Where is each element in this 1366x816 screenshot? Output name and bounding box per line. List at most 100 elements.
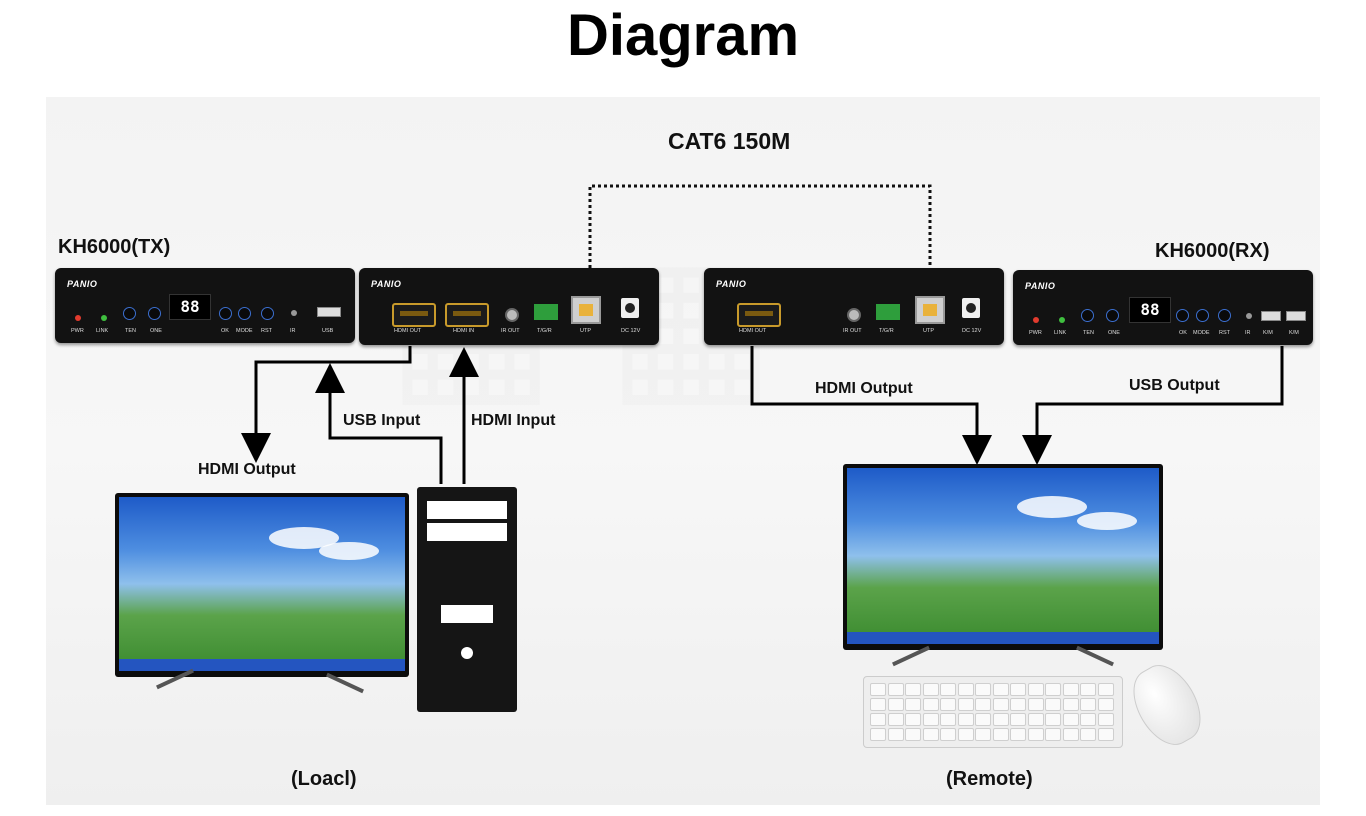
keyboard-key <box>1010 713 1026 726</box>
rx-ir-out-label: IR OUT <box>843 328 862 334</box>
ok-button[interactable] <box>219 307 232 320</box>
link-led <box>101 315 107 321</box>
rx-rear-panel: PANIO HDMI OUT IR OUT T/G/R UTP DC 12V <box>704 268 1004 345</box>
rx-name: KH6000(RX) <box>1155 240 1270 262</box>
rx-tgr-label: T/G/R <box>879 328 894 334</box>
rst-button[interactable] <box>261 307 274 320</box>
hdmi-out-port <box>392 303 436 327</box>
keyboard-key <box>1062 683 1079 696</box>
keyboard-key <box>940 683 956 696</box>
keyboard-key <box>887 713 904 726</box>
keyboard-key <box>1097 713 1114 726</box>
remote-hdmi-output-label: HDMI Output <box>815 380 913 397</box>
rx-mode-button[interactable] <box>1196 309 1209 322</box>
ten-button[interactable] <box>123 307 136 320</box>
remote-monitor <box>843 464 1163 676</box>
dc-port <box>621 298 639 318</box>
seven-segment-display: 88 <box>169 294 211 320</box>
ir-out-port <box>505 308 519 322</box>
rst-label: RST <box>261 328 272 334</box>
local-hdmi-output-label: HDMI Output <box>198 461 296 478</box>
usb-output-line <box>1022 346 1284 465</box>
local-monitor-screen <box>119 497 405 671</box>
rx-tgr-port <box>876 304 900 320</box>
keyboard-key <box>940 713 956 726</box>
keyboard-key <box>922 683 939 696</box>
one-button[interactable] <box>148 307 161 320</box>
rx-one-button[interactable] <box>1106 309 1119 322</box>
keyboard-key <box>1062 713 1079 726</box>
pwr-led <box>75 315 81 321</box>
rx-brand-logo: PANIO <box>1025 281 1056 291</box>
page-title: Diagram <box>566 3 800 68</box>
keyboard-key <box>1010 698 1026 711</box>
keyboard-key <box>1010 683 1026 696</box>
tgr-port <box>534 304 558 320</box>
ir-out-label: IR OUT <box>501 328 520 334</box>
drive-bay <box>427 523 507 541</box>
keyboard-key <box>922 713 939 726</box>
rx-ten-button[interactable] <box>1081 309 1094 322</box>
keyboard <box>863 676 1123 748</box>
rx-km-label-1: K/M <box>1263 330 1273 336</box>
keyboard-key <box>905 698 921 711</box>
usb-port <box>317 307 341 317</box>
rx-link-led <box>1059 317 1065 323</box>
usb-input-line <box>315 363 443 484</box>
pwr-label: PWR <box>71 328 84 334</box>
keyboard-key <box>1027 683 1044 696</box>
tx-name: KH6000(TX) <box>58 236 171 258</box>
rx-rst-label: RST <box>1219 330 1230 336</box>
mode-label: MODE <box>236 328 253 334</box>
cat6-cable-line <box>588 184 932 268</box>
rx-dc-label: DC 12V <box>962 328 982 334</box>
mode-button[interactable] <box>238 307 251 320</box>
rx-km-port-1 <box>1261 311 1281 321</box>
keyboard-key <box>957 728 974 741</box>
rx-ir-label: IR <box>1245 330 1251 336</box>
drive-bay <box>441 605 493 623</box>
keyboard-key <box>1080 713 1096 726</box>
remote-site-label: (Remote) <box>946 768 1033 790</box>
keyboard-key <box>975 698 991 711</box>
one-label: ONE <box>150 328 162 334</box>
rx-ir-out-port <box>847 308 861 322</box>
utp-label: UTP <box>580 328 591 334</box>
dc-label: DC 12V <box>621 328 641 334</box>
local-monitor <box>115 493 409 699</box>
keyboard-key <box>1062 728 1079 741</box>
power-button[interactable] <box>461 647 473 659</box>
rx-ten-label: TEN <box>1083 330 1094 336</box>
tx-front-panel: PANIO PWR LINK TEN ONE 88 OK MODE RST IR… <box>55 268 355 343</box>
rx-dc-port <box>962 298 980 318</box>
rx-rst-button[interactable] <box>1218 309 1231 322</box>
rx-mode-label: MODE <box>1193 330 1210 336</box>
keyboard-key <box>1045 683 1061 696</box>
ok-label: OK <box>221 328 229 334</box>
keyboard-key <box>905 728 921 741</box>
keyboard-key <box>905 713 921 726</box>
keyboard-key <box>870 728 886 741</box>
ir-sensor <box>291 310 297 316</box>
keyboard-key <box>957 713 974 726</box>
keyboard-key <box>887 683 904 696</box>
rx-ok-button[interactable] <box>1176 309 1189 322</box>
remote-monitor-screen <box>847 468 1159 644</box>
local-site-label: (Loacl) <box>291 768 357 790</box>
usb-output-label: USB Output <box>1129 377 1220 394</box>
local-hdmi-output-line <box>241 346 412 463</box>
keyboard-key <box>1045 728 1061 741</box>
keyboard-key <box>1062 698 1079 711</box>
keyboard-key <box>922 728 939 741</box>
rx-front-panel: PANIO PWR LINK TEN ONE 88 OK MODE RST IR… <box>1013 270 1313 345</box>
keyboard-key <box>1010 728 1026 741</box>
hdmi-in-port <box>445 303 489 327</box>
rx-one-label: ONE <box>1108 330 1120 336</box>
rx-seven-segment-display: 88 <box>1129 297 1171 323</box>
drive-bay <box>427 501 507 519</box>
rx-rear-brand-logo: PANIO <box>716 279 747 289</box>
keyboard-key <box>992 683 1009 696</box>
rx-hdmi-out-label: HDMI OUT <box>739 328 767 334</box>
